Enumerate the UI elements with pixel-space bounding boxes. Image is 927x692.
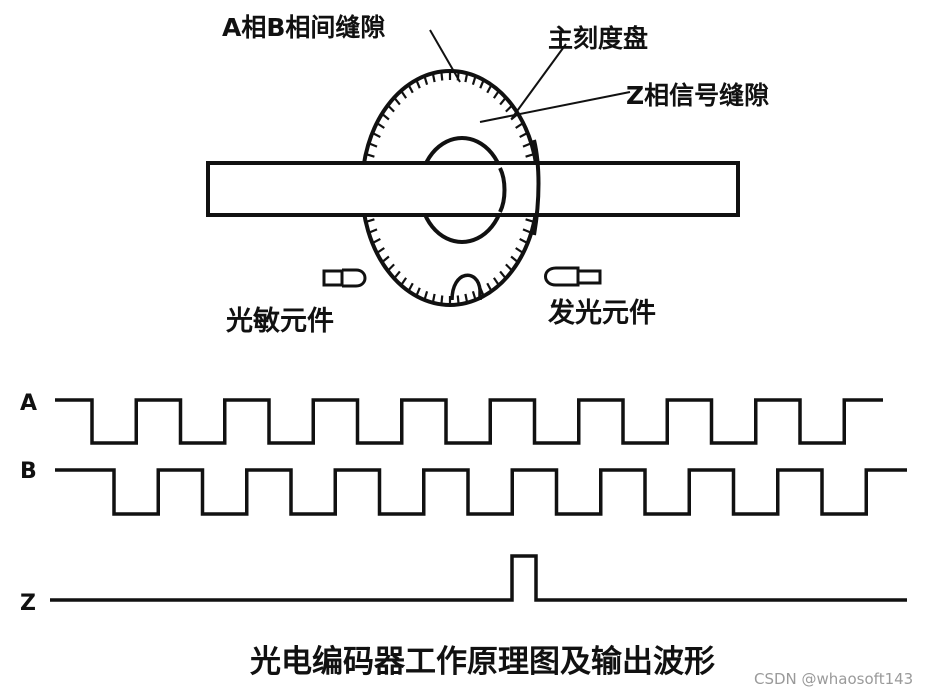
label-light-element: 发光元件 [547, 297, 656, 329]
disk-tick [515, 122, 524, 129]
disk-front-edge [532, 139, 541, 236]
disk-tick [492, 90, 500, 99]
label-ab-gap: A相B相间缝隙 [222, 13, 385, 42]
disk-tick [381, 112, 390, 121]
waveform-b-label: B [20, 459, 37, 484]
disk-tick [440, 71, 444, 81]
disk-tick [440, 295, 444, 305]
disk-tick [393, 96, 401, 106]
encoder-illustration [206, 29, 740, 307]
disk-tick [510, 255, 519, 264]
waveform-z [50, 554, 907, 602]
disk-tick [525, 218, 535, 224]
disk-tick [376, 122, 385, 129]
disk-tick [368, 142, 378, 148]
disk-tick [415, 287, 421, 297]
shaft [206, 161, 740, 217]
disk-tick [519, 237, 529, 245]
disk-tick [381, 255, 390, 264]
disk-tick [365, 152, 375, 158]
disk-tick [515, 247, 524, 254]
waveform-b [55, 468, 907, 516]
disk-tick [371, 237, 381, 245]
disk-tick [505, 263, 514, 272]
disk-ticks [362, 71, 538, 305]
waveform-a-label: A [20, 391, 37, 416]
disk-tick [400, 277, 408, 286]
disk-tick [486, 84, 493, 94]
disk-tick [431, 293, 436, 303]
disk-tick [499, 270, 507, 280]
disk-tick [415, 79, 421, 89]
disk-tick [486, 282, 493, 292]
disk-tick [393, 270, 401, 280]
disk-tick [464, 73, 469, 83]
disk-tick [368, 228, 378, 234]
disk-tick [505, 104, 514, 113]
label-photo-element: 光敏元件 [225, 306, 334, 337]
disk-tick [464, 293, 469, 303]
disk-tick [371, 131, 381, 139]
disk-tick [499, 96, 507, 106]
caption: 光电编码器工作原理图及输出波形 [250, 644, 715, 680]
disk-tick [423, 291, 429, 301]
leader-main-disk [511, 43, 567, 119]
disk-tick [471, 291, 477, 301]
light-element-icon [544, 266, 602, 287]
disk-tick [407, 282, 414, 292]
disk-tick [492, 277, 500, 286]
leader-ab-gap [429, 29, 461, 83]
disk-tick [376, 247, 385, 254]
photo-element-icon [322, 268, 367, 288]
waveform-z-label: Z [20, 591, 36, 616]
disk-tick [423, 75, 429, 85]
disk-tick [456, 295, 460, 305]
disk-tick [525, 152, 535, 158]
disk-tick [522, 142, 532, 148]
disk-tick [400, 90, 408, 99]
watermark: CSDN @whaosoft143 [754, 670, 913, 688]
disk-tick [386, 263, 395, 272]
disk-tick [365, 218, 375, 224]
disk-tick [522, 228, 532, 234]
z-slot [450, 273, 482, 301]
leader-z-gap [479, 91, 631, 123]
waveform-a [55, 398, 883, 445]
label-z-gap: Z相信号缝隙 [626, 81, 769, 110]
disk-tick [479, 79, 485, 89]
disk-tick [471, 75, 477, 85]
label-main-disk: 主刻度盘 [548, 24, 648, 53]
disk-tick [431, 73, 436, 83]
disk-tick [386, 104, 395, 113]
waveforms: A B Z [20, 391, 907, 616]
hub-front-edge [498, 167, 507, 213]
disk-tick [407, 84, 414, 94]
disk-tick [519, 131, 529, 139]
